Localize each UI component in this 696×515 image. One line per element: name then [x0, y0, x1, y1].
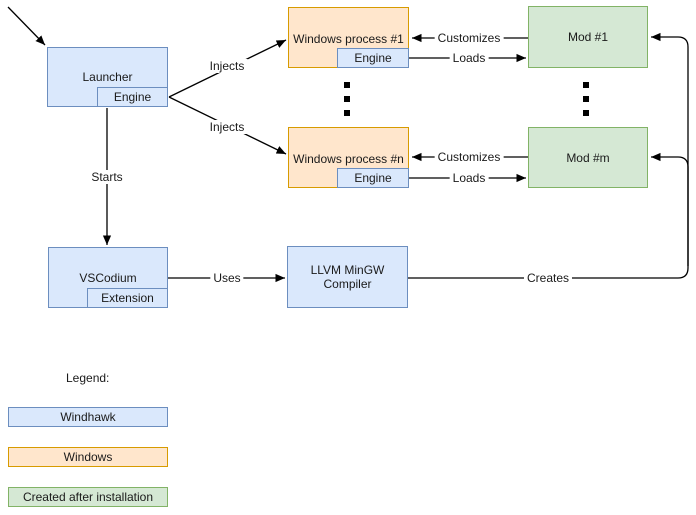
dot	[344, 110, 350, 116]
legend-title: Legend:	[66, 371, 110, 385]
dot	[344, 96, 350, 102]
node-launcher-engine: Engine	[97, 87, 168, 107]
ellipsis-windows-processes-icon	[344, 82, 350, 116]
node-vscodium-extension: Extension	[87, 288, 168, 308]
ellipsis-mods-icon	[583, 82, 589, 116]
node-llvm-mingw-compiler: LLVM MinGW Compiler	[287, 246, 408, 308]
legend-item-windows: Windows	[8, 447, 168, 467]
dot	[583, 82, 589, 88]
edge-label-customizes-2: Customizes	[434, 150, 504, 164]
dot	[583, 96, 589, 102]
node-windows-process-n-engine: Engine	[337, 168, 409, 188]
legend-item-created-after-installation: Created after installation	[8, 487, 168, 507]
edge-label-loads-1: Loads	[449, 51, 489, 65]
node-mod-m: Mod #m	[528, 127, 648, 188]
edge-label-loads-2: Loads	[449, 171, 489, 185]
edge-creates-to-modm	[651, 152, 689, 266]
edge-label-uses: Uses	[210, 271, 244, 285]
edge-entry-arrow	[7, 6, 46, 46]
node-mod-1: Mod #1	[528, 6, 648, 68]
edge-label-creates: Creates	[523, 271, 573, 285]
dot	[344, 82, 350, 88]
dot	[583, 110, 589, 116]
edge-creates-to-mod1	[408, 32, 689, 279]
node-windows-process-1-engine: Engine	[337, 48, 409, 68]
legend-item-windhawk: Windhawk	[8, 407, 168, 427]
edge-label-injects-1: Injects	[206, 59, 248, 73]
edge-label-customizes-1: Customizes	[434, 31, 504, 45]
edge-label-starts: Starts	[88, 170, 126, 184]
edge-label-injects-2: Injects	[206, 120, 248, 134]
